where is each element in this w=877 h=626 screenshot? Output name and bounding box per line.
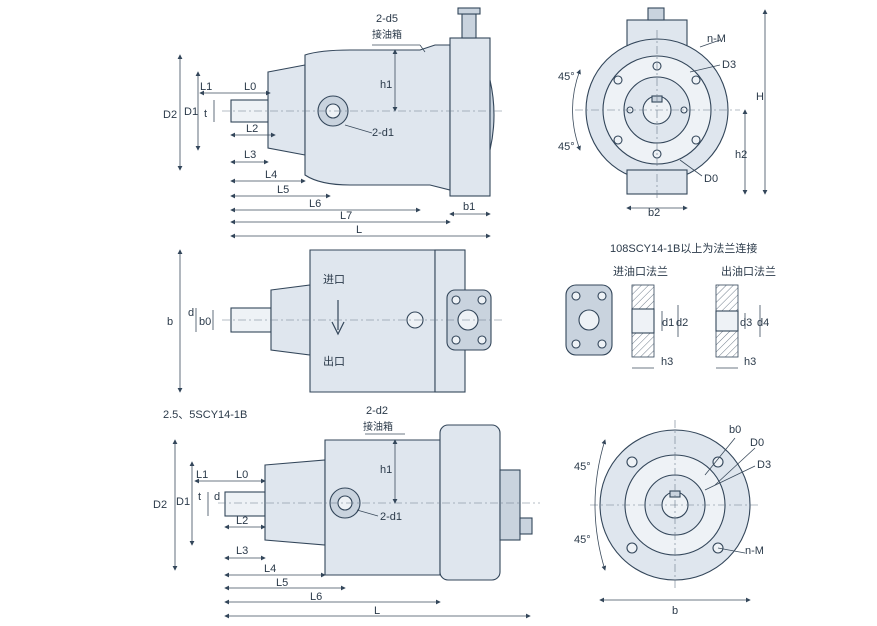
label-d1-port: 2-d1 (372, 127, 394, 139)
label-L3: L3 (244, 149, 256, 161)
label-oil-box-top: 接油箱 (372, 28, 402, 41)
adjuster-knob (461, 13, 477, 39)
label-bottom-t: t (198, 491, 201, 503)
bottom-shaft (224, 491, 266, 517)
label-d2-port: 2-d2 (366, 405, 388, 417)
label-bottom-d: d (214, 491, 220, 503)
label-inlet-flange: 进油口法兰 (613, 264, 668, 278)
label-D3: D3 (722, 59, 736, 71)
label-b: b (167, 316, 173, 328)
top-side-view: 2-d5 接油箱 h1 2-d1 D2 D1 t L1 L0 L2 L3 L4 … (163, 7, 505, 239)
label-d5: 2-d5 (376, 13, 398, 25)
bottom-rear (439, 424, 501, 581)
label-b2: b2 (648, 207, 660, 219)
label-L6: L6 (309, 198, 321, 210)
label-D0: D0 (704, 173, 718, 185)
label-flange-d3: d3 (740, 317, 752, 329)
label-b0: b0 (199, 316, 211, 328)
label-bottom-b0: b0 (729, 424, 741, 436)
label-t: t (204, 108, 207, 120)
bottom-side-view: 2.5、5SCY14-1B 2-d2 接油箱 h1 2-d1 D2 D1 t d… (153, 405, 540, 619)
flange-details: 108SCY14-1B以上为法兰连接 进油口法兰 出油口法兰 d1 d2 d3 … (565, 241, 776, 369)
label-flange-d1: d1 (662, 317, 674, 329)
label-L0: L0 (244, 81, 256, 93)
bottom-rear-cap (499, 469, 521, 541)
label-nM: n-M (707, 33, 726, 45)
bottom-front-view: b0 D0 D3 45° 45° n-M b (574, 420, 771, 617)
bottom-front-flange (264, 459, 326, 546)
bottom-adjuster (519, 517, 533, 535)
label-bottom-h1: h1 (380, 464, 392, 476)
label-bottom-angle1: 45° (574, 461, 591, 473)
label-bottom-L5: L5 (276, 577, 288, 589)
front-flange (267, 64, 306, 156)
top-knob (647, 7, 665, 21)
label-model: 2.5、5SCY14-1B (163, 409, 247, 421)
label-bottom-L1: L1 (196, 469, 208, 481)
label-d: d (188, 307, 194, 319)
label-D1: D1 (184, 106, 198, 118)
rear-cover (449, 37, 491, 197)
label-H: H (756, 91, 764, 103)
label-outlet: 出口 (323, 354, 345, 368)
label-inlet: 进口 (323, 273, 345, 286)
label-bottom-L6: L6 (310, 591, 322, 603)
label-bottom-D2: D2 (153, 499, 167, 511)
middle-top-view: b d b0 进口 出口 (167, 249, 505, 393)
label-bottom-b: b (672, 605, 678, 617)
label-L1: L1 (200, 81, 212, 93)
label-flange-d2: d2 (676, 317, 688, 329)
label-bottom-d1-port: 2-d1 (380, 511, 402, 523)
label-L5: L5 (277, 184, 289, 196)
label-bottom-L2: L2 (236, 515, 248, 527)
label-h1: h1 (380, 79, 392, 91)
label-flange-h3b: h3 (744, 356, 756, 368)
label-bottom-L0: L0 (236, 469, 248, 481)
label-oil-box: 接油箱 (363, 420, 393, 433)
label-bottom-angle2: 45° (574, 534, 591, 546)
label-bottom-L4: L4 (264, 563, 276, 575)
label-b1: b1 (463, 201, 475, 213)
adjuster-cap (457, 7, 481, 15)
label-L7: L7 (340, 210, 352, 222)
label-D2: D2 (163, 109, 177, 121)
label-L4: L4 (265, 169, 277, 181)
label-outlet-flange: 出油口法兰 (721, 264, 776, 278)
label-bottom-D1: D1 (176, 496, 190, 508)
label-flange-h3a: h3 (661, 356, 673, 368)
label-angle1: 45° (558, 71, 575, 83)
label-bottom-L3: L3 (236, 545, 248, 557)
label-bottom-nM: n-M (745, 545, 764, 557)
label-bottom-D0: D0 (750, 437, 764, 449)
rear-bulge (489, 79, 495, 151)
label-flange-title: 108SCY14-1B以上为法兰连接 (610, 241, 757, 255)
label-L: L (356, 224, 362, 236)
label-bottom-L: L (374, 605, 380, 617)
label-angle2: 45° (558, 141, 575, 153)
label-bottom-D3: D3 (757, 459, 771, 471)
label-flange-d4: d4 (757, 317, 769, 329)
label-h2: h2 (735, 149, 747, 161)
label-L2: L2 (246, 123, 258, 135)
top-front-view: n-M D3 45° 45° h2 D0 H b2 (558, 7, 768, 219)
